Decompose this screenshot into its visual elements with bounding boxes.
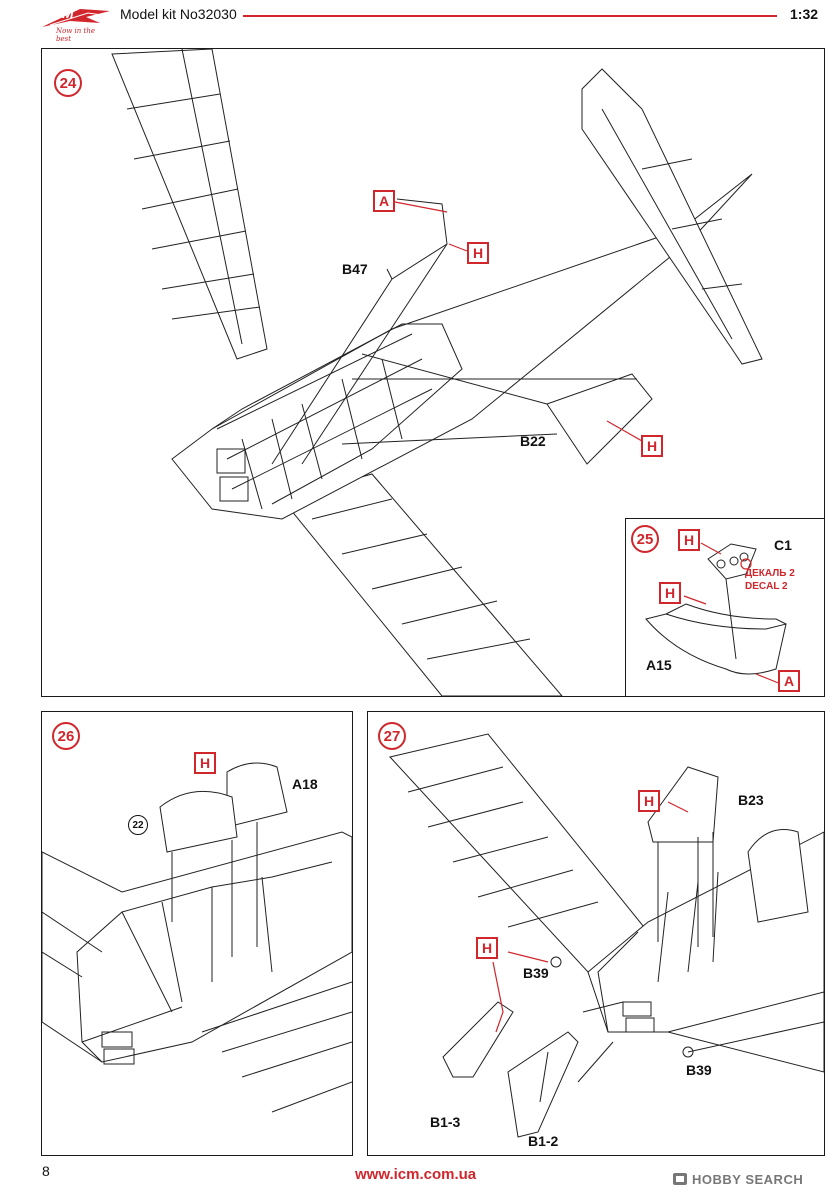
part-c1: C1 <box>774 537 792 553</box>
step-26-drawing <box>42 762 352 1113</box>
hobby-search-text: HOBBY SEARCH <box>692 1171 804 1187</box>
hobby-search-watermark: HOBBY SEARCH <box>672 1170 803 1188</box>
step-27-tag-h-1: H <box>638 790 660 812</box>
step-24-drawing <box>111 49 763 696</box>
part-b23: B23 <box>738 792 764 808</box>
step-25-number: 25 <box>631 525 659 553</box>
step-26-panel: 26 H A18 22 <box>41 711 353 1156</box>
step-26-tag-h: H <box>194 752 216 774</box>
step-24-number: 24 <box>54 69 82 97</box>
header-rule <box>243 15 777 17</box>
decal-label-ru: ДЕКАЛЬ 2 <box>745 568 795 579</box>
icm-logo: ICM Now in the best <box>40 3 112 43</box>
step-27-tag-h-2: H <box>476 937 498 959</box>
model-kit-title: Model kit No32030 <box>120 6 237 22</box>
part-b1-2: B1-2 <box>528 1133 559 1149</box>
part-b39-lower: B39 <box>686 1062 712 1078</box>
part-a15: A15 <box>646 657 672 673</box>
step-24-tag-a: A <box>373 190 395 212</box>
scale-label: 1:32 <box>790 6 819 22</box>
hobby-search-icon <box>673 1173 687 1185</box>
step-27-drawing <box>389 733 824 1138</box>
step-24-panel: 24 A H H B47 B22 <box>41 48 825 697</box>
step-25-tag-h-2: H <box>659 582 681 604</box>
step-24-tag-h-2: H <box>641 435 663 457</box>
part-b47: B47 <box>342 261 368 277</box>
step-24-tag-h-1: H <box>467 242 489 264</box>
part-b1-3: B1-3 <box>430 1114 461 1130</box>
brand-text: ICM <box>48 5 74 21</box>
part-b39-upper: B39 <box>523 965 549 981</box>
brand-tagline: Now in the best <box>56 27 95 43</box>
step-27-number: 27 <box>378 722 406 750</box>
step-26-number: 26 <box>52 722 80 750</box>
step-25-tag-h-1: H <box>678 529 700 551</box>
step-25-tag-a: A <box>778 670 800 692</box>
step-25-drawing <box>645 542 787 685</box>
header: ICM Now in the best Model kit No32030 1:… <box>0 0 835 44</box>
page-number: 8 <box>42 1163 50 1179</box>
step-27-panel: 27 H H B23 B39 B39 B1-3 B1-2 <box>367 711 825 1156</box>
step-25-panel: 25 H H A C1 A15 ДЕКАЛЬ 2 DECAL 2 <box>625 518 825 697</box>
decal-label-en: DECAL 2 <box>745 581 788 592</box>
ref-step-22: 22 <box>128 815 148 835</box>
part-a18: A18 <box>292 776 318 792</box>
part-b22: B22 <box>520 433 546 449</box>
website-link[interactable]: www.icm.com.ua <box>355 1166 477 1183</box>
